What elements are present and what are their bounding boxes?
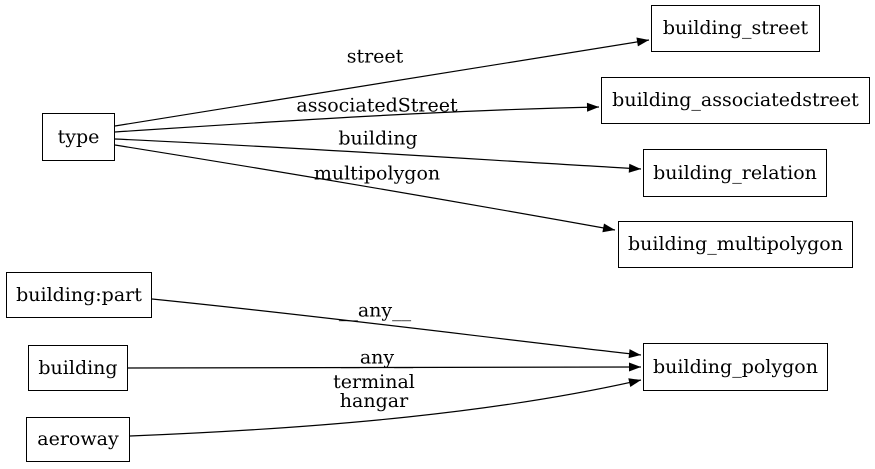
node-type-label: type	[57, 125, 100, 148]
node-building-street: building_street	[651, 5, 820, 52]
edge-label-multipolygon: multipolygon	[313, 162, 441, 185]
node-building-part-label: building:part	[16, 283, 142, 306]
edge-type-building-associatedstreet	[114, 102, 600, 133]
edge-building-building-polygon	[127, 362, 642, 372]
node-type: type	[42, 113, 115, 161]
node-building-multipolygon-label: building_multipolygon	[628, 233, 843, 255]
edge-label-building: building	[338, 127, 418, 150]
node-aeroway: aeroway	[26, 417, 130, 462]
edge-label-associatedstreet: associatedStreet	[296, 94, 458, 117]
edge-type-building-street	[114, 37, 650, 127]
node-building-polygon-label: building_polygon	[653, 355, 818, 378]
edge-aeroway-building-polygon	[129, 378, 642, 437]
node-building-polygon: building_polygon	[643, 343, 828, 391]
edge-label-terminal-hangar: terminal hangar	[333, 373, 415, 411]
node-building-label: building	[38, 356, 118, 379]
edge-type-building-multipolygon	[114, 144, 616, 233]
node-building-part: building:part	[6, 272, 152, 318]
edge-type-building-relation	[114, 138, 642, 173]
edge-buildingpart-building-polygon	[151, 298, 642, 359]
node-building-relation: building_relation	[643, 149, 827, 197]
edge-label-hangar: hangar	[339, 390, 409, 412]
node-building-relation-label: building_relation	[653, 161, 817, 184]
node-building: building	[28, 345, 128, 391]
node-aeroway-label: aeroway	[37, 428, 119, 450]
edge-label-any-buildingpart: __any__	[338, 299, 412, 322]
node-building-associatedstreet-label: building_associatedstreet	[612, 89, 859, 111]
edge-label-any-building: __any__	[340, 346, 414, 369]
node-building-multipolygon: building_multipolygon	[618, 221, 853, 268]
node-building-associatedstreet: building_associatedstreet	[601, 77, 870, 124]
node-building-street-label: building_street	[662, 17, 809, 39]
edge-label-street: street	[346, 45, 404, 68]
edge-label-terminal: terminal	[333, 371, 415, 393]
